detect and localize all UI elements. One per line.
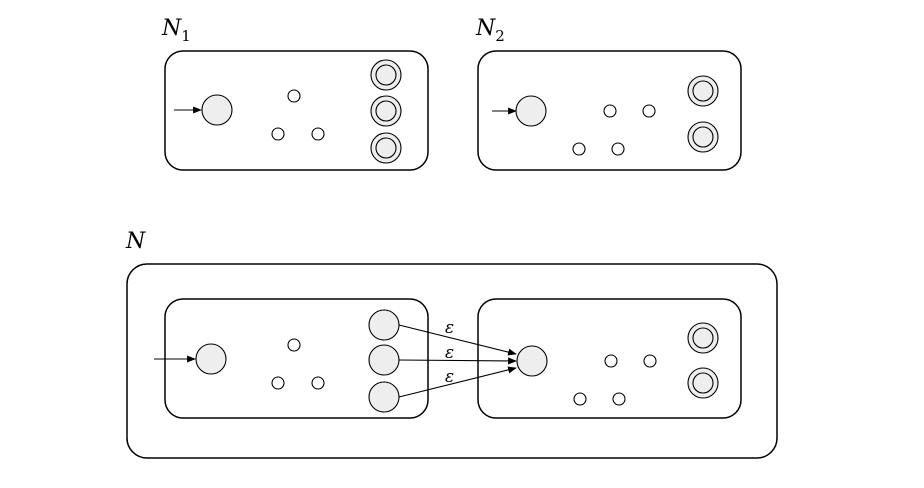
n2-start-state (515, 95, 547, 127)
n2-accept-state (687, 121, 719, 153)
n-inner-n2-start-state (516, 345, 548, 377)
n-inner-n2 (477, 298, 742, 419)
n1-state (287, 89, 301, 103)
n1-accept-state (370, 59, 402, 91)
n-inner-n1-state (287, 338, 301, 352)
n-inner-n2-state (612, 392, 626, 406)
n-former-accept-state (368, 344, 400, 376)
n-former-accept-state (368, 381, 400, 413)
nfa-n1: N1 (161, 16, 429, 171)
n1-accept-state (370, 95, 402, 127)
n-inner-n2-state (643, 354, 657, 368)
epsilon-edge (398, 324, 517, 356)
n1-accept-state (370, 132, 402, 164)
n-inner-n2-accept-state (687, 322, 719, 354)
n1-state (311, 127, 325, 141)
n2-state (603, 104, 617, 118)
n2-accept-state (687, 75, 719, 107)
n1-state (271, 127, 285, 141)
nfa-n2: N2 (475, 16, 742, 171)
nfa-n: N (125, 229, 778, 459)
epsilon-edge (398, 366, 517, 398)
n-inner-n2-accept-state (687, 367, 719, 399)
n-inner-n1-state (271, 376, 285, 390)
n2-state (572, 142, 586, 156)
epsilon-edge (398, 357, 517, 365)
n-inner-n1-state (311, 376, 325, 390)
n-start-state (195, 343, 227, 375)
n1-start-state (201, 94, 233, 126)
n-inner-n2-state (604, 354, 618, 368)
n-inner-n2-state (573, 392, 587, 406)
n1-title: N1 (161, 16, 191, 45)
n2-title: N2 (475, 16, 505, 45)
n2-state (642, 104, 656, 118)
epsilon-label: ε (445, 318, 454, 338)
n-title: N (125, 229, 146, 254)
n-inner-n1 (154, 298, 429, 419)
epsilon-label: ε (445, 367, 454, 387)
n1-box (164, 50, 429, 171)
epsilon-label: ε (445, 343, 454, 363)
n2-state (611, 142, 625, 156)
n-former-accept-state (368, 309, 400, 341)
